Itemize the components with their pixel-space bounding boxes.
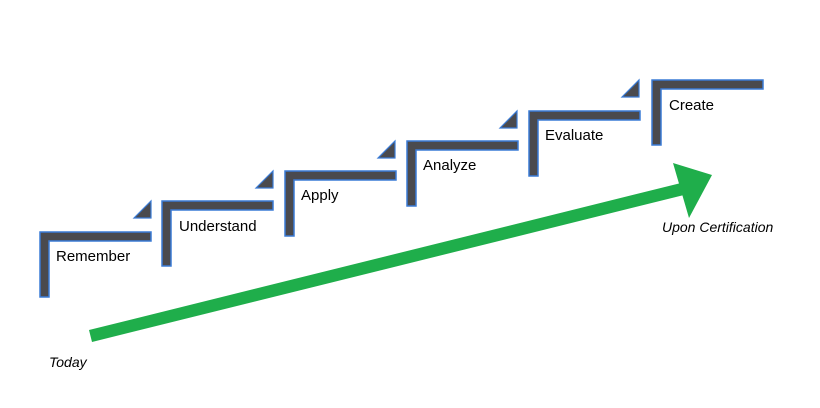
step-remember: Remember	[39, 199, 152, 298]
step-analyze: Analyze	[406, 109, 519, 207]
end-label: Upon Certification	[662, 219, 773, 235]
step-tab	[254, 169, 274, 189]
step-bracket	[651, 79, 764, 146]
step-label: Create	[669, 97, 714, 114]
arrow-shaft	[89, 183, 684, 342]
step-bracket	[406, 140, 519, 207]
arrow-head	[673, 163, 712, 218]
step-bracket	[284, 170, 397, 237]
step-tab	[620, 78, 640, 98]
step-tab	[376, 139, 396, 159]
step-understand: Understand	[161, 169, 274, 267]
step-bracket	[39, 231, 152, 298]
step-label: Remember	[56, 248, 130, 265]
step-bracket	[161, 200, 274, 267]
step-tab	[498, 109, 518, 129]
step-apply: Apply	[284, 139, 397, 237]
step-label: Analyze	[423, 157, 476, 174]
progress-arrow	[89, 163, 712, 342]
step-label: Evaluate	[545, 127, 603, 144]
step-bracket	[528, 110, 641, 177]
step-tab	[132, 199, 152, 219]
step-label: Understand	[179, 218, 257, 235]
step-create: Create	[651, 79, 764, 146]
step-evaluate: Evaluate	[528, 78, 641, 177]
start-label: Today	[49, 354, 88, 370]
step-label: Apply	[301, 187, 339, 204]
